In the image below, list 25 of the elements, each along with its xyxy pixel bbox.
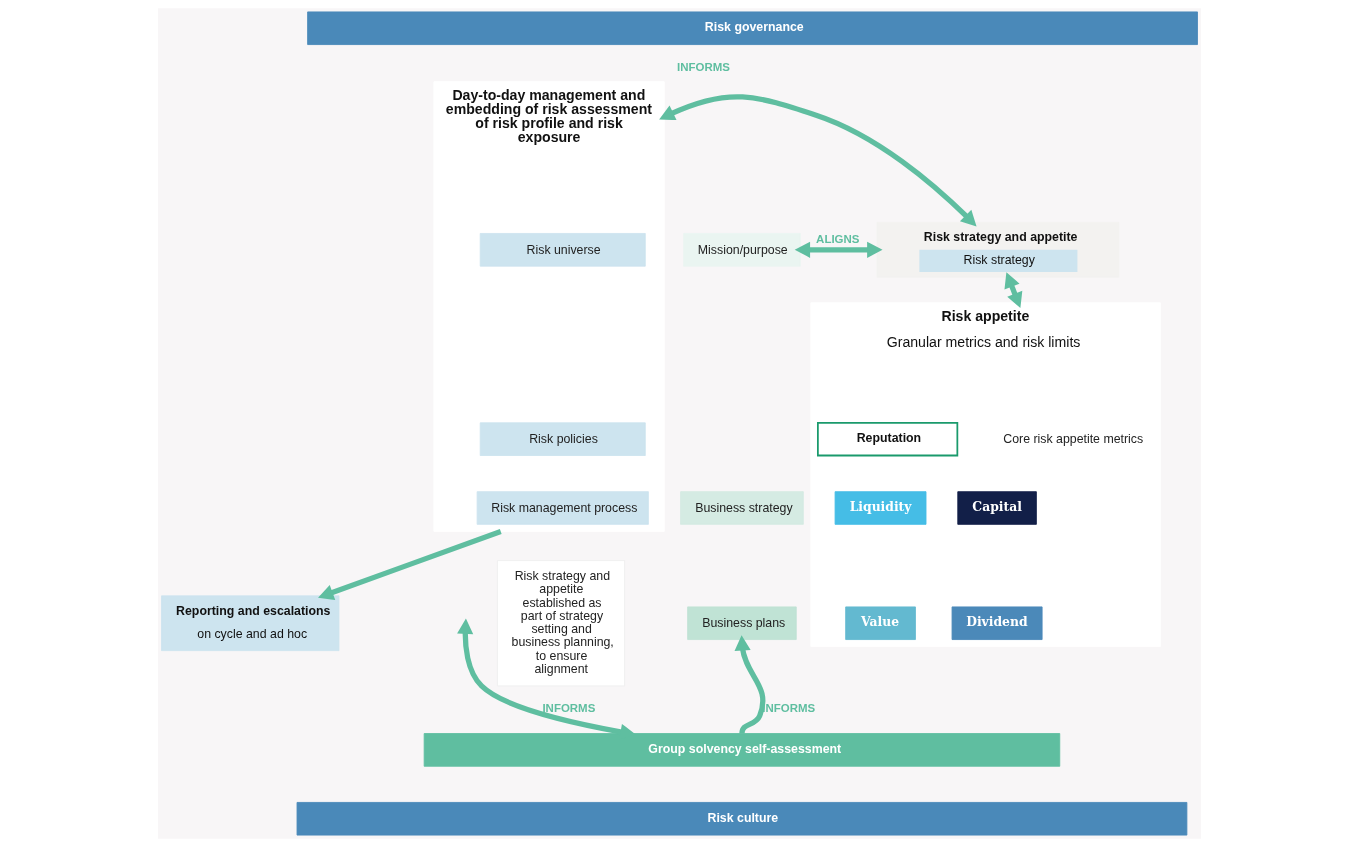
node-box: Risk universe (479, 233, 646, 267)
edge-label: INFORMS (542, 701, 596, 714)
node-text: Core risk appetite metrics (1003, 431, 1144, 446)
arrow (318, 528, 502, 601)
node-box: Risk management process (476, 491, 649, 525)
node-box: Risk culture (296, 802, 1188, 836)
node-box: Business strategy (680, 491, 804, 525)
node-box: Mission/purpose (683, 233, 801, 267)
node-box: Risk policies (479, 422, 646, 456)
arrow (659, 94, 977, 227)
node-box: Group solvency self-assessment (423, 733, 1061, 767)
node-box: Business plans (687, 606, 797, 640)
node-box: Dividend (951, 606, 1043, 640)
node-box: Risk strategy and appetite Risk strategy (876, 222, 1120, 278)
edge-label: ALIGNS (816, 233, 860, 246)
arrow (1004, 272, 1023, 309)
node-box: Value (845, 606, 916, 640)
node-box: Liquidity (834, 491, 927, 525)
node-box: Risk governance (307, 11, 1198, 45)
node-box: Capital (957, 491, 1037, 525)
node-box: Reputation (817, 421, 959, 457)
arrow (794, 241, 883, 258)
edge-label: INFORMS (677, 60, 730, 73)
arrow (734, 635, 766, 734)
node-box: Reporting and escalations on cycle and ad hoc (161, 595, 340, 652)
